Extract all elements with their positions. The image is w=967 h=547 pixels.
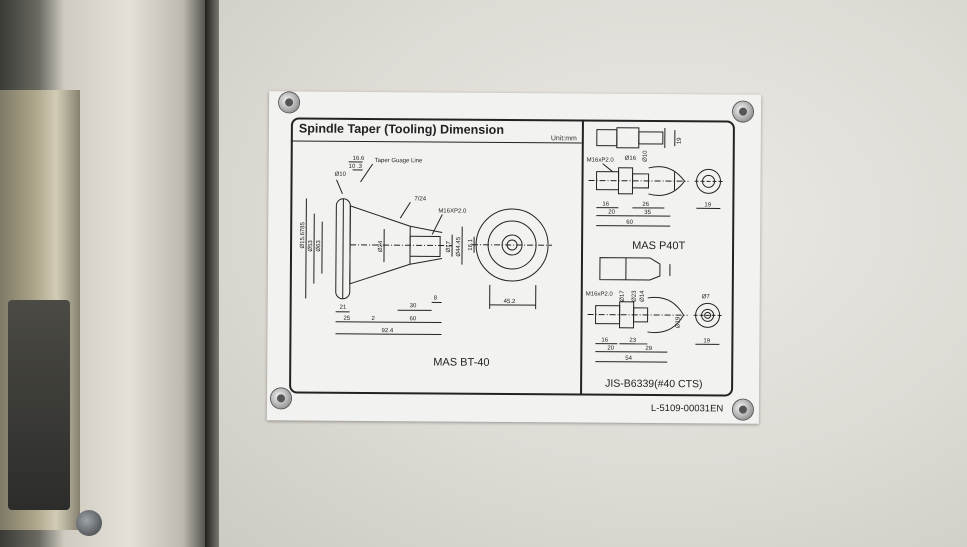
p40t-dim-19: 19 bbox=[704, 202, 711, 208]
p40t-dim-d16: Ø16 bbox=[625, 156, 637, 162]
p40t-top-view bbox=[596, 129, 618, 147]
bt40-dim-92-4: 92.4 bbox=[381, 328, 393, 334]
p40t-dim-60: 60 bbox=[626, 220, 633, 226]
screw-top-right bbox=[732, 101, 754, 122]
plate-title: Spindle Taper (Tooling) Dimension bbox=[298, 121, 505, 137]
bt40-dim-2: 2 bbox=[372, 316, 376, 322]
jis-dim-20: 20 bbox=[607, 346, 614, 352]
bt40-dim-thread: M16XP2.0 bbox=[438, 208, 467, 214]
bt40-dim-d17: Ø17 bbox=[446, 241, 452, 253]
bt40-dim-60: 60 bbox=[410, 316, 417, 322]
jis-dim-d17: Ø17 bbox=[620, 290, 626, 302]
bt40-dim-25: 25 bbox=[344, 316, 351, 322]
bt40-dim-d63: Ø63 bbox=[316, 240, 322, 252]
jis-dim-54: 54 bbox=[625, 356, 632, 362]
p40t-dim-thread: M16xP2.0 bbox=[587, 158, 615, 164]
bt40-taper-body bbox=[349, 205, 411, 285]
screw-bottom-left bbox=[270, 388, 292, 409]
jis-dim-23: 23 bbox=[629, 338, 636, 344]
screw-top-left bbox=[279, 92, 300, 113]
machine-bolt bbox=[76, 510, 102, 536]
bt40-dim-d10: Ø10 bbox=[335, 172, 347, 178]
jis-dim-d7: Ø7 bbox=[702, 294, 711, 300]
bt40-dim-d53: Ø53 bbox=[308, 240, 314, 252]
p40t-dim-35: 35 bbox=[644, 210, 651, 216]
bt40-dim-8: 8 bbox=[434, 295, 438, 301]
cover-edge-shadow bbox=[205, 0, 219, 547]
jis-caption: JIS-B6339(#40 CTS) bbox=[605, 377, 703, 391]
spec-plate: Spindle Taper (Tooling) Dimension Unit:m… bbox=[266, 91, 762, 424]
bt40-drawing: Ø10 16.6 10 .3 Taper Guage Line 7/24 M16… bbox=[291, 143, 580, 353]
jis-dim-d23: Ø23 bbox=[632, 290, 638, 302]
part-code: L-5109-00031EN bbox=[650, 402, 724, 415]
bt40-dim-taper: 7/24 bbox=[414, 196, 426, 202]
p40t-dim-26: 26 bbox=[642, 202, 649, 208]
bt40-caption: MAS BT-40 bbox=[433, 356, 490, 369]
jis-dim-29: 29 bbox=[645, 346, 652, 352]
bt40-dim-16-6: 16.6 bbox=[353, 156, 365, 162]
bt40-dim-45-2: 45.2 bbox=[504, 299, 516, 305]
jis-drawing: M16xP2.0 Ø17 Ø23 Ø14 Ø19 16 23 20 29 54 … bbox=[583, 253, 732, 374]
bt40-taper-gauge-line: Taper Guage Line bbox=[375, 158, 423, 164]
p40t-dim-20: 20 bbox=[608, 210, 615, 216]
jis-dim-16: 16 bbox=[601, 338, 608, 344]
bt40-dim-d44: Ø44.45 bbox=[456, 236, 462, 256]
bt40-dim-30: 30 bbox=[410, 303, 417, 309]
p40t-drawing: M16xP2.0 Ø16 Ø10 19 16 26 20 35 60 19 bbox=[584, 121, 733, 242]
p40t-dim-19-top: 19 bbox=[677, 137, 683, 144]
jis-top-view bbox=[599, 257, 661, 281]
bt40-dim-d15: Ø15.6785 bbox=[300, 221, 306, 248]
bt40-dim-21: 21 bbox=[340, 305, 347, 311]
p40t-dim-d10: Ø10 bbox=[643, 150, 649, 162]
jis-dim-thread: M16xP2.0 bbox=[586, 292, 614, 298]
p40t-caption: MAS P40T bbox=[632, 239, 686, 253]
machine-window bbox=[8, 300, 70, 510]
bt40-dim-16-1: 16.1 bbox=[468, 238, 474, 250]
screw-bottom-right bbox=[732, 399, 754, 420]
bt40-pull-stud bbox=[409, 235, 441, 257]
p40t-dim-16: 16 bbox=[602, 202, 609, 208]
bt40-dim-10-3: 10 .3 bbox=[349, 164, 363, 170]
jis-dim-d14: Ø14 bbox=[640, 290, 646, 302]
jis-dim-19: 19 bbox=[703, 338, 710, 344]
bt40-dim-d24: Ø24 bbox=[378, 240, 384, 252]
jis-dim-d19: Ø19 bbox=[676, 316, 682, 328]
